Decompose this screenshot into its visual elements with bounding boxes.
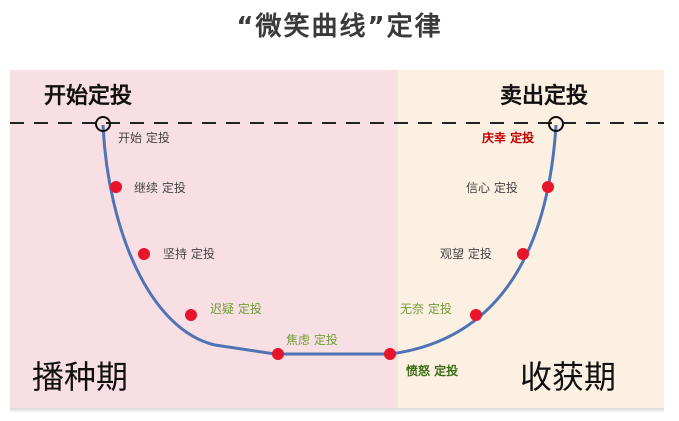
sell-investing-label: 卖出定投 (500, 84, 589, 109)
label-confidence: 信心 定投 (466, 181, 518, 195)
point-anxiety (272, 348, 284, 360)
panel-shadow (10, 408, 664, 413)
point-confidence (542, 181, 554, 193)
label-helpless: 无奈 定投 (400, 302, 452, 316)
label-anger: 愤怒 定投 (406, 364, 459, 378)
diagram-title: “微笑曲线”定律 (236, 12, 443, 42)
label-persist: 坚持 定投 (163, 247, 215, 261)
sowing-phase-label: 播种期 (32, 358, 129, 396)
point-persist (138, 248, 150, 260)
point-hesitate (185, 309, 197, 321)
point-anger (384, 348, 396, 360)
point-helpless (470, 309, 482, 321)
label-continue: 继续 定投 (134, 181, 186, 195)
harvest-phase-panel (398, 70, 664, 408)
sell-point-marker (548, 116, 564, 132)
label-anxiety: 焦虑 定投 (286, 333, 338, 347)
label-lucky: 庆幸 定投 (482, 131, 535, 145)
sowing-phase-panel (10, 70, 398, 408)
point-watch (517, 248, 529, 260)
label-watch: 观望 定投 (440, 247, 492, 261)
harvest-phase-label: 收获期 (520, 358, 617, 396)
start-investing-label: 开始定投 (44, 84, 133, 109)
label-start: 开始 定投 (118, 131, 170, 145)
start-point-marker (95, 116, 111, 132)
point-continue (110, 181, 122, 193)
label-hesitate: 迟疑 定投 (210, 302, 262, 316)
smile-curve (101, 124, 558, 356)
